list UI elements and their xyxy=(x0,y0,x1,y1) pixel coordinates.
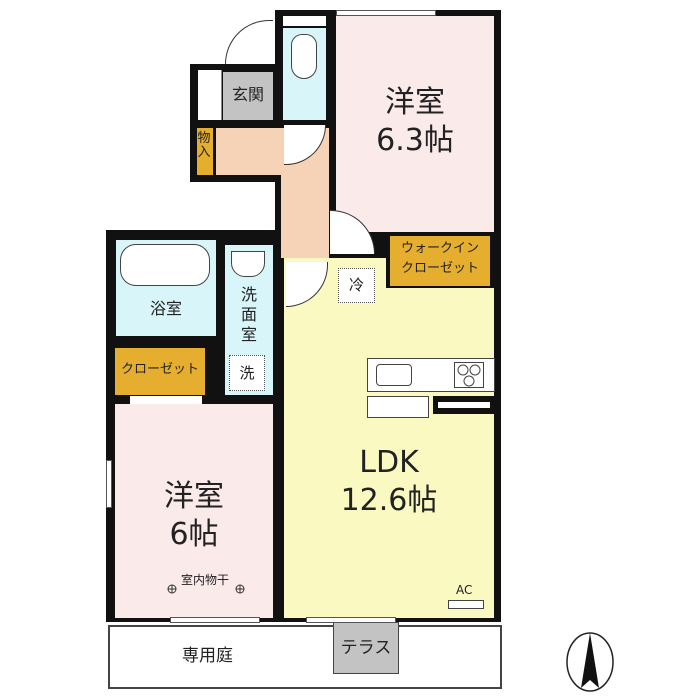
indoor-drying-label: 室内物干 xyxy=(181,573,230,587)
fridge-label: 冷 xyxy=(348,276,364,294)
north-compass-icon xyxy=(566,632,614,692)
entrance-door-swing xyxy=(225,20,273,64)
bathroom-label: 浴室 xyxy=(149,299,182,318)
kitchen-counter xyxy=(367,358,495,392)
closet-doors[interactable] xyxy=(130,396,202,404)
kitchen-shelf xyxy=(438,402,490,408)
drying-hook-icon xyxy=(167,584,177,594)
washer-space: 洗 xyxy=(229,355,265,391)
terrace-label: テラス xyxy=(340,638,392,658)
hallway-lower xyxy=(281,175,329,258)
window xyxy=(336,10,436,16)
fridge-space: 冷 xyxy=(338,268,375,303)
entrance-label: 玄関 xyxy=(231,85,264,104)
room-size: 6帖 xyxy=(169,517,219,552)
entrance: 玄関 xyxy=(223,72,273,120)
toilet-icon xyxy=(291,34,317,79)
sink-icon xyxy=(376,364,412,386)
room-size: 12.6帖 xyxy=(340,483,438,518)
washroom-label: 洗面室 xyxy=(240,285,257,344)
garden-label: 専用庭 xyxy=(182,646,233,666)
toilet xyxy=(283,28,326,120)
bathtub-icon xyxy=(120,244,210,286)
washer-label: 洗 xyxy=(239,364,255,382)
washroom: 洗面室 洗 xyxy=(225,245,273,395)
room-name: LDK xyxy=(359,445,419,480)
terrace: テラス xyxy=(333,622,399,674)
ldk: LDK 12.6帖 AC xyxy=(284,258,494,618)
wic-label-1: ウォークイン xyxy=(400,241,479,256)
drying-hook-icon xyxy=(235,584,245,594)
bedroom-6-3: 洋室 6.3帖 xyxy=(336,16,494,232)
storage: 物入 xyxy=(197,128,213,175)
toilet-tank xyxy=(283,16,326,26)
walk-in-closet: ウォークイン クローゼット xyxy=(390,236,490,286)
stove-icon xyxy=(454,362,484,388)
room-size: 6.3帖 xyxy=(376,123,454,158)
window xyxy=(170,617,260,623)
closet: クローゼット xyxy=(115,348,205,395)
window xyxy=(106,460,112,508)
kitchen-cabinet xyxy=(367,396,429,418)
room-name: 洋室 xyxy=(385,85,445,120)
room-name: 洋室 xyxy=(164,479,224,514)
private-garden: 専用庭 xyxy=(108,625,502,689)
ac-label: AC xyxy=(456,583,473,597)
bedroom-6: 洋室 6帖 室内物干 xyxy=(115,404,273,618)
storage-label: 物入 xyxy=(197,131,211,161)
window xyxy=(306,617,396,623)
ac-unit-icon xyxy=(448,600,484,609)
bathroom: 浴室 xyxy=(116,240,216,336)
washbasin-icon xyxy=(231,251,265,277)
wic-label-2: クローゼット xyxy=(400,261,479,276)
closet-label: クローゼット xyxy=(120,362,199,377)
shoe-storage xyxy=(198,70,222,120)
